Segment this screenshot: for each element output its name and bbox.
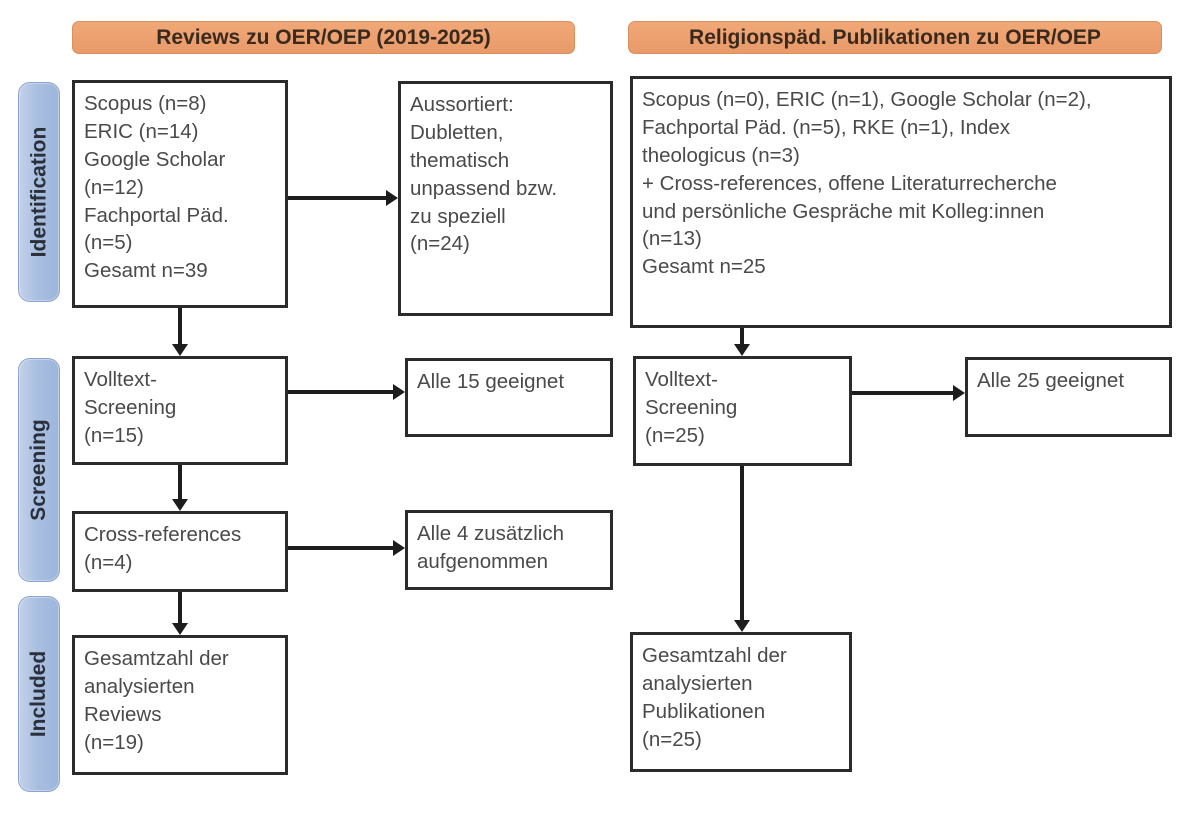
connector-left-ident-to-screening bbox=[178, 308, 182, 344]
column-header-religionspaed-text: Religionspäd. Publikationen zu OER/OEP bbox=[689, 25, 1101, 49]
box-left-excluded-text: Aussortiert: Dubletten, thematisch unpas… bbox=[410, 93, 558, 256]
box-right-identification: Scopus (n=0), ERIC (n=1), Google Scholar… bbox=[630, 76, 1172, 328]
box-left-fulltext-result-text: Alle 15 geeignet bbox=[417, 370, 565, 393]
box-left-crossreferences: Cross-references (n=4) bbox=[72, 511, 288, 592]
arrowhead-left-screening-to-crossrefs bbox=[172, 499, 188, 511]
box-right-included: Gesamtzahl der analysierten Publikatione… bbox=[630, 632, 852, 772]
connector-left-screening-to-crossrefs bbox=[178, 465, 182, 499]
column-header-religionspaed: Religionspäd. Publikationen zu OER/OEP bbox=[628, 21, 1162, 54]
column-header-reviews-text: Reviews zu OER/OEP (2019-2025) bbox=[156, 25, 491, 49]
box-right-fulltext-result-text: Alle 25 geeignet bbox=[977, 369, 1125, 392]
box-left-included-text: Gesamtzahl der analysierten Reviews (n=1… bbox=[84, 647, 229, 754]
arrowhead-left-crossrefs-to-result bbox=[393, 540, 405, 556]
box-right-fulltext-screening-text: Volltext- Screening (n=25) bbox=[645, 368, 738, 447]
arrowhead-left-ident-to-screening bbox=[172, 344, 188, 356]
arrowhead-right-screening-to-included bbox=[734, 620, 750, 632]
box-right-fulltext-result: Alle 25 geeignet bbox=[965, 357, 1172, 437]
box-right-included-text: Gesamtzahl der analysierten Publikatione… bbox=[642, 644, 787, 751]
box-right-fulltext-screening: Volltext- Screening (n=25) bbox=[633, 356, 852, 466]
arrowhead-right-screening-to-result bbox=[953, 385, 965, 401]
connector-left-crossrefs-to-included bbox=[178, 592, 182, 623]
connector-left-screening-to-result bbox=[288, 390, 393, 394]
column-header-reviews: Reviews zu OER/OEP (2019-2025) bbox=[72, 21, 575, 54]
phase-pill-screening: Screening bbox=[18, 358, 60, 582]
phase-pill-identification: Identification bbox=[18, 82, 60, 302]
connector-right-screening-to-result bbox=[852, 391, 953, 395]
box-left-crossreferences-text: Cross-references (n=4) bbox=[84, 523, 242, 574]
box-left-crossreferences-result: Alle 4 zusätzlich aufgenommen bbox=[405, 510, 613, 590]
box-left-crossreferences-result-text: Alle 4 zusätzlich aufgenommen bbox=[417, 522, 564, 573]
box-left-fulltext-screening-text: Volltext- Screening (n=15) bbox=[84, 368, 177, 447]
connector-right-ident-to-screening bbox=[740, 328, 744, 344]
box-left-fulltext-result: Alle 15 geeignet bbox=[405, 358, 613, 437]
box-left-identification-text: Scopus (n=8) ERIC (n=14) Google Scholar … bbox=[84, 92, 229, 283]
connector-right-screening-to-included bbox=[740, 466, 744, 620]
arrowhead-left-crossrefs-to-included bbox=[172, 623, 188, 635]
phase-pill-included: Included bbox=[18, 596, 60, 792]
arrowhead-right-ident-to-screening bbox=[734, 344, 750, 356]
box-left-included: Gesamtzahl der analysierten Reviews (n=1… bbox=[72, 635, 288, 775]
box-left-excluded: Aussortiert: Dubletten, thematisch unpas… bbox=[398, 81, 613, 316]
box-left-fulltext-screening: Volltext- Screening (n=15) bbox=[72, 356, 288, 465]
connector-left-crossrefs-to-result bbox=[288, 546, 393, 550]
connector-left-ident-to-excluded bbox=[288, 196, 386, 200]
box-right-identification-text: Scopus (n=0), ERIC (n=1), Google Scholar… bbox=[642, 88, 1092, 279]
arrowhead-left-screening-to-result bbox=[393, 384, 405, 400]
arrowhead-left-ident-to-excluded bbox=[386, 190, 398, 206]
phase-label-included: Included bbox=[27, 650, 50, 738]
phase-label-screening: Screening bbox=[27, 419, 51, 521]
box-left-identification: Scopus (n=8) ERIC (n=14) Google Scholar … bbox=[72, 80, 288, 308]
phase-label-identification: Identification bbox=[27, 126, 51, 258]
